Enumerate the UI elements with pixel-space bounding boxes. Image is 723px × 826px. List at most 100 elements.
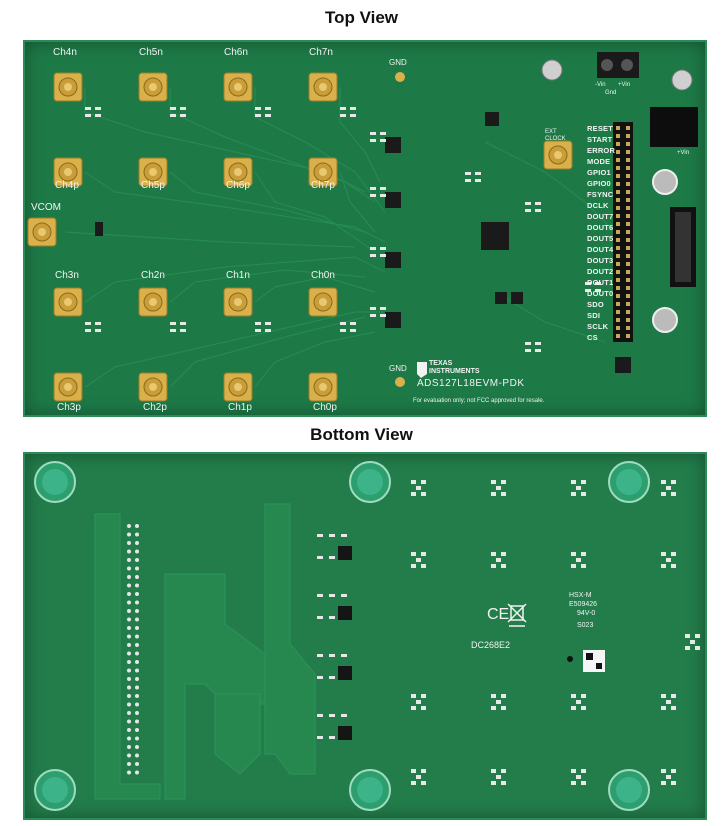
smd-part [370,247,376,250]
header-pin [626,286,630,290]
pad [661,706,666,710]
qr-code-block [596,663,602,669]
via [127,532,131,537]
header-pins [616,126,630,338]
label-ch5p: Ch5p [141,180,165,191]
header-pin [626,150,630,154]
via [135,592,139,596]
smd-part [317,736,323,739]
via [135,600,139,605]
pad [496,486,501,490]
smd-part [255,107,261,110]
pin-label-dout0: DOUT0 [587,289,614,298]
smd-part [341,714,347,717]
smd-part [380,254,386,257]
via [135,745,139,749]
pad [416,486,421,490]
label-ch1n: Ch1n [226,270,250,281]
pad [571,769,576,773]
sma-connector [543,140,573,170]
smd-part [380,247,386,250]
smd-part [380,139,386,142]
pad [491,564,496,568]
label-vin-plus-jack: +Vin [677,150,690,156]
pad [411,706,416,710]
pad [571,564,576,568]
pin-label-dclk: DCLK [587,201,609,210]
pad [581,694,586,698]
pdk-connector-slot [675,212,691,282]
via [135,728,139,732]
smd-part [370,187,376,190]
pad [496,558,501,562]
small-chip [511,292,523,304]
pad [501,480,506,484]
via [135,541,139,545]
via [135,549,139,554]
via [127,575,131,579]
pad [421,694,426,698]
smd-part [525,202,531,205]
adc-chip [481,222,509,250]
header-pin [626,214,630,218]
pad [661,694,666,698]
header-pin [616,166,620,170]
smd-part [180,322,186,325]
ce-mark: CE [487,606,510,623]
amp-chip [338,546,352,560]
via [127,541,131,545]
smd-part [85,322,91,325]
header-pin [626,134,630,138]
via [135,643,139,647]
weee-bin-icon [507,603,527,627]
sma-connector [308,72,338,102]
board-name: ADS127L18EVM-PDK [417,378,525,389]
bottom-view-title: Bottom View [310,425,413,444]
mounting-hole [349,461,391,503]
sma-connector [223,372,253,402]
header-pin [626,294,630,298]
amp-chip [338,726,352,740]
header-pin [616,150,620,154]
pin-label-sdi: SDI [587,311,601,320]
via [127,668,131,673]
via [127,583,131,588]
pin-label-gpio0: GPIO0 [587,179,611,188]
via [127,753,131,758]
label-ch2n: Ch2n [141,270,165,281]
smd-part [265,322,271,325]
header-pin [616,262,620,266]
via [127,617,131,622]
header-pin [616,294,620,298]
header-pin [626,190,630,194]
smd-part [95,107,101,110]
mounting-hole [608,769,650,811]
label-vcom: VCOM [31,202,61,213]
via [127,762,131,766]
pad [501,694,506,698]
sma-connector [53,372,83,402]
header-pin [616,254,620,258]
pad [571,781,576,785]
pad [671,694,676,698]
smd-part [170,329,176,332]
header-pin [616,190,620,194]
pad [416,775,421,779]
smd-part [317,714,323,717]
header-pin [616,174,620,178]
brand-instruments: INSTRUMENTS [429,368,480,375]
smd-part [317,654,323,657]
label-ch4n: Ch4n [53,47,77,58]
pad [666,558,671,562]
header-pin [626,318,630,322]
via [135,668,139,673]
via-arrays [127,524,347,775]
barrel-jack [650,107,698,147]
via [135,711,139,715]
pad [666,700,671,704]
smd-part [380,187,386,190]
smd-part [340,329,346,332]
via [127,736,131,741]
pad [501,492,506,496]
via [135,558,139,562]
